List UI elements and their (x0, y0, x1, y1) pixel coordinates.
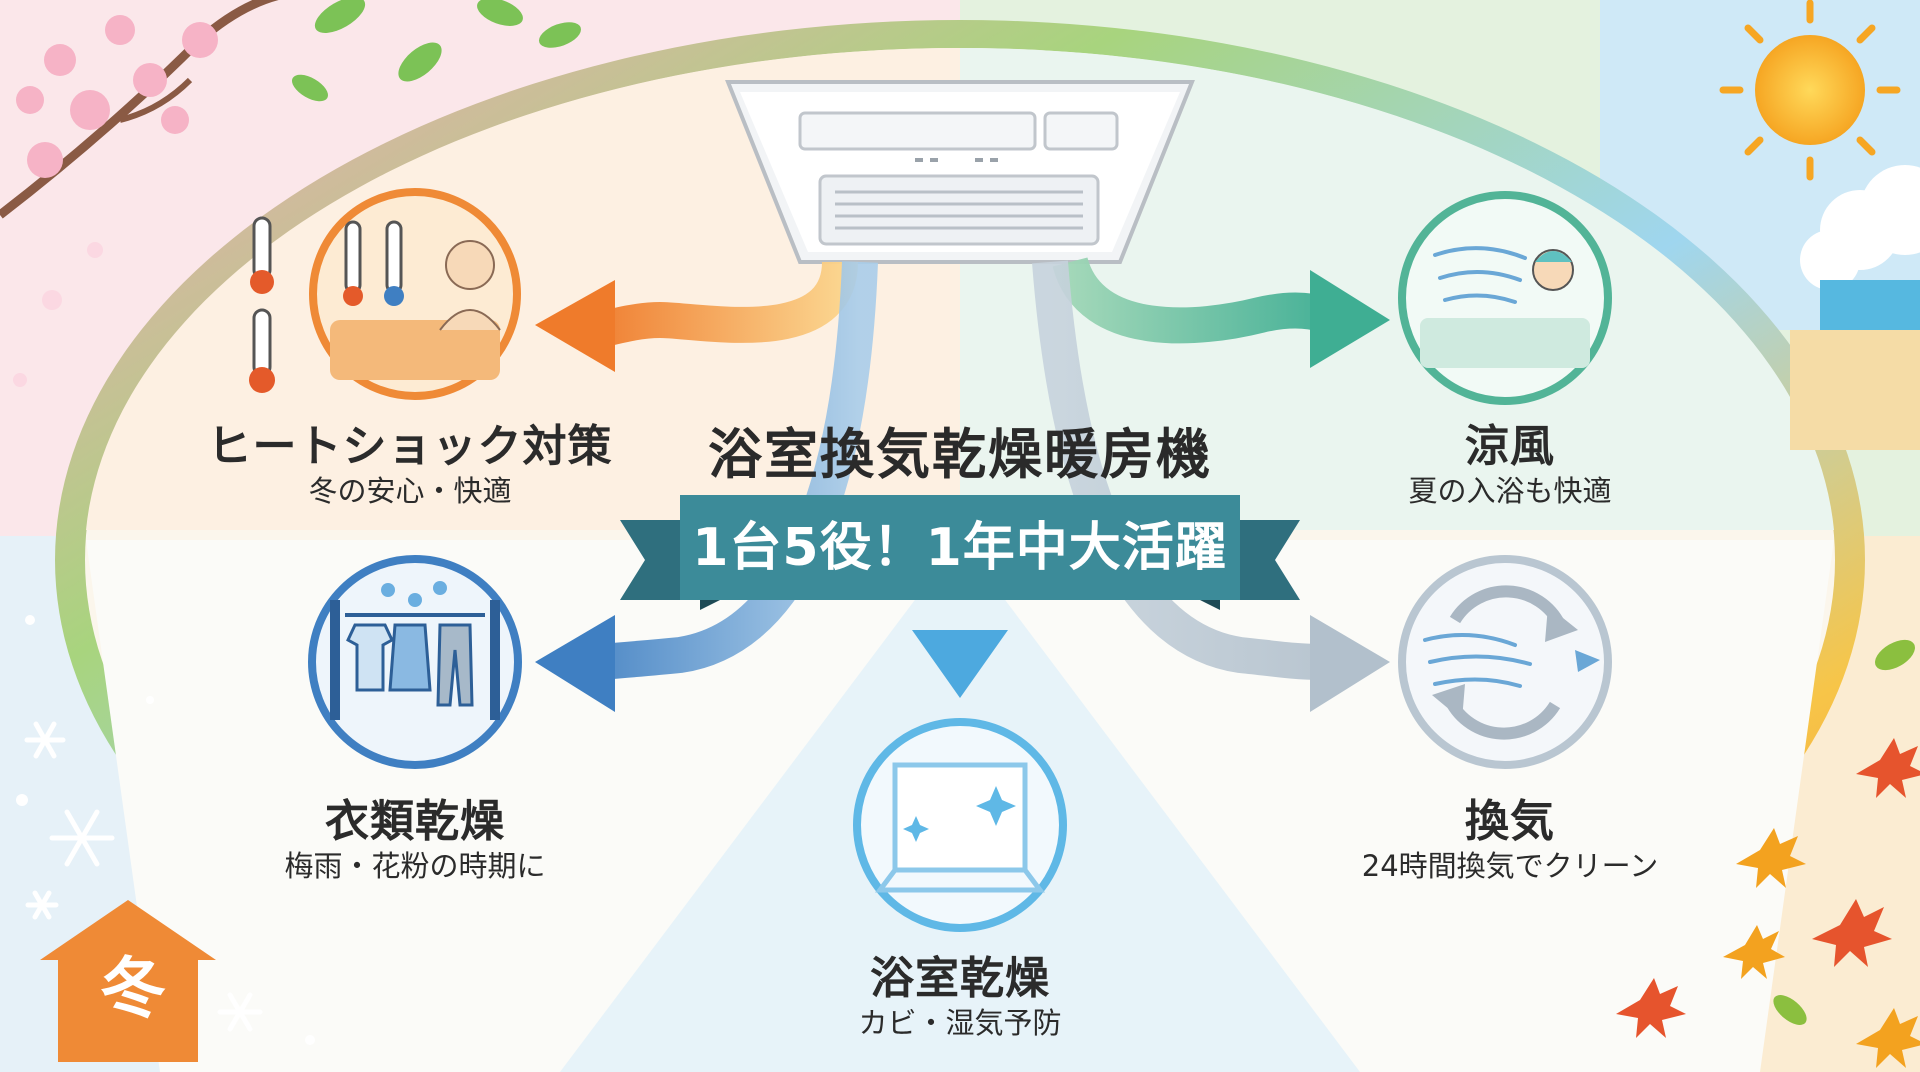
bath-drying-title: 浴室乾燥 (870, 953, 1050, 1004)
cool-breeze-subtitle: 夏の入浴も快適 (1408, 474, 1612, 508)
cool-breeze-feature-icon (1398, 191, 1612, 405)
heat-shock-title: ヒートショック対策 (207, 421, 613, 472)
cool-breeze-title: 涼風 (1465, 421, 1555, 472)
banner-text: 1台5役！1年中大活躍 (692, 518, 1228, 578)
bath-drying-subtitle: カビ・湿気予防 (858, 1006, 1062, 1040)
ceiling-unit-icon (725, 80, 1195, 264)
banner-ribbon (620, 495, 1300, 610)
winter-house-badge-icon (40, 900, 216, 1062)
ventilation-feature-icon (1398, 555, 1612, 769)
bath-drying-feature-icon (853, 718, 1067, 932)
ventilation-airflow-arrow (1032, 260, 1321, 680)
ventilation-title: 換気 (1465, 796, 1555, 847)
sun-icon (1719, 0, 1901, 181)
main-title: 浴室換気乾燥暖房機 (708, 423, 1212, 486)
beach-icon (1790, 330, 1920, 450)
season-badge-label: 冬 (100, 950, 166, 1027)
snowflake-icon (24, 721, 263, 1032)
green-leaves-icon (291, 0, 582, 102)
cherry-blossom-branch-icon (0, 0, 279, 387)
heat-shock-airflow-arrow (595, 260, 858, 348)
clothes-drying-feature-icon (308, 555, 522, 769)
heat-shock-feature-icon (309, 188, 521, 400)
heat-shock-subtitle: 冬の安心・快適 (308, 474, 512, 508)
clothes-drying-subtitle: 梅雨・花粉の時期に (284, 849, 546, 883)
cloud-icon (1800, 165, 1920, 290)
clothes-drying-airflow-arrow (598, 261, 878, 680)
sea-icon (1820, 280, 1920, 335)
clothes-drying-title: 衣類乾燥 (325, 796, 505, 847)
ventilation-subtitle: 24時間換気でクリーン (1361, 849, 1659, 883)
cool-breeze-airflow-arrow (1052, 256, 1331, 344)
autumn-maple-leaves-icon (1616, 639, 1920, 1068)
thermometer-icon (249, 216, 275, 393)
